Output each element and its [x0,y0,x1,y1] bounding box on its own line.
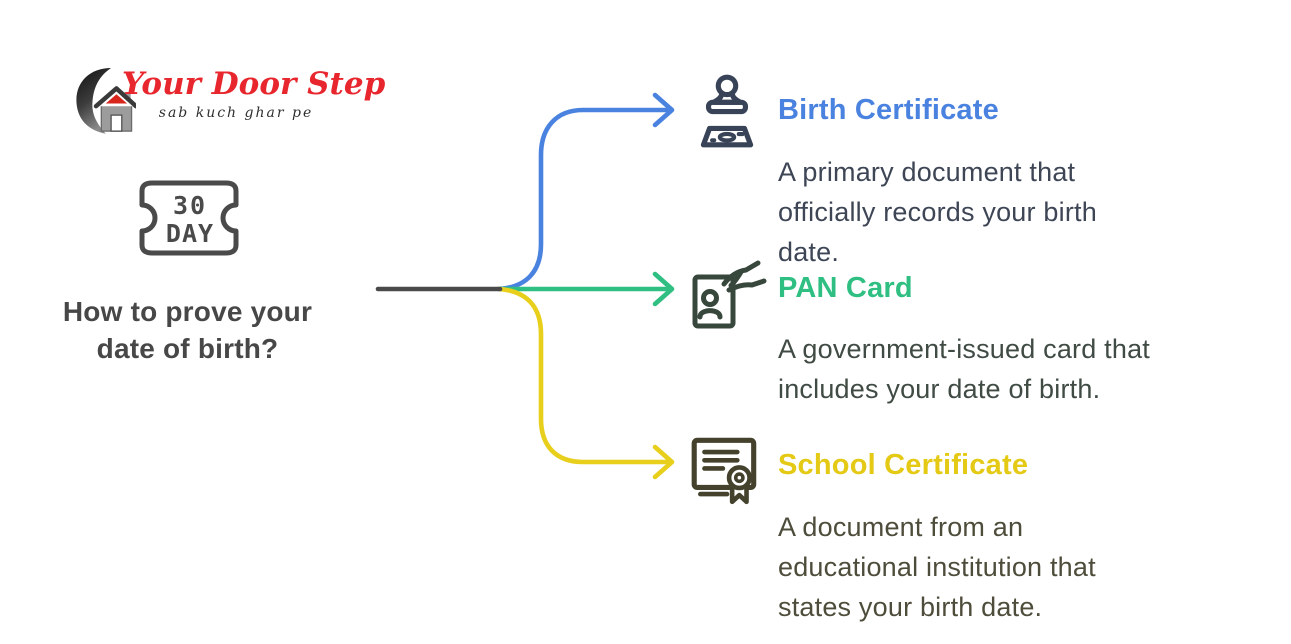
branch-school-certificate [496,286,675,480]
description-line: officially records your birth [778,197,1097,227]
section-description-birth-certificate: A primary document that officially recor… [778,152,1097,272]
description-line: includes your date of birth. [778,374,1101,404]
id-card-in-hand-icon [692,260,767,329]
description-line: educational institution that [778,552,1096,582]
section-heading-birth-certificate: Birth Certificate [778,94,999,126]
branch-pan-card [496,271,675,307]
section-description-pan-card: A government-issued card that includes y… [778,329,1150,409]
description-line: A government-issued card that [778,334,1151,364]
stamp-icon [700,74,754,148]
badge-line2: DAY [166,219,214,248]
section-heading-pan-card: PAN Card [778,272,913,304]
thirty-day-ticket-icon: 30 DAY [139,180,239,256]
description-line: date. [778,237,840,267]
root-question-line2: date of birth? [96,333,279,364]
certificate-ribbon-icon [691,437,757,505]
section-description-school-certificate: A document from an educational instituti… [778,507,1096,627]
badge-line1: 30 [173,191,207,220]
branch-birth-certificate [496,92,675,292]
section-heading-school-certificate: School Certificate [778,449,1029,481]
description-line: states your birth date. [778,592,1043,622]
brand-text: Your Door Step [122,66,386,102]
house-doorstep-logo-icon [76,68,136,134]
description-line: A primary document that [778,157,1076,187]
description-line: A document from an [778,512,1024,542]
root-question-line1: How to prove your [62,296,313,327]
brand-logo: Your Door Step sab kuch ghar pe [72,58,385,148]
brand-tagline: sab kuch ghar pe [158,105,314,121]
root-question: How to prove your date of birth? [25,293,350,367]
